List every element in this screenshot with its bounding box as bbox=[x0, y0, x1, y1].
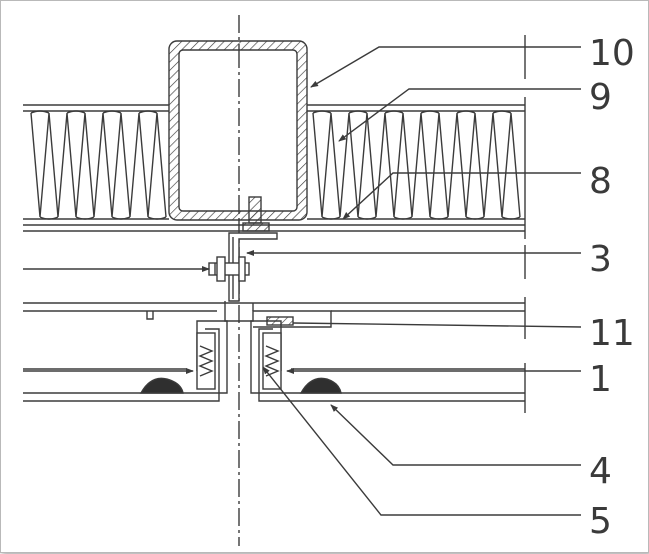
leader-9 bbox=[338, 88, 581, 142]
gasket-right bbox=[299, 377, 342, 394]
leader-8 bbox=[342, 172, 581, 220]
insulation-wool-right bbox=[312, 112, 521, 218]
callout-4: 4 bbox=[589, 451, 612, 492]
leader-11 bbox=[292, 322, 582, 328]
callout-5: 5 bbox=[589, 501, 612, 542]
leader-5 bbox=[262, 366, 581, 516]
insulation-wool-left bbox=[30, 112, 167, 218]
gasket-left bbox=[139, 377, 184, 394]
callout-8: 8 bbox=[589, 161, 612, 202]
mullion-right-channel bbox=[250, 320, 525, 394]
leader-4 bbox=[330, 404, 581, 466]
self-tapping-screw bbox=[248, 196, 262, 224]
leader-10 bbox=[310, 46, 581, 88]
callout-9: 9 bbox=[589, 77, 612, 118]
callout-3: 3 bbox=[589, 239, 612, 280]
callout-1: 1 bbox=[589, 359, 612, 400]
callout-10: 10 bbox=[589, 33, 635, 74]
callout-11: 11 bbox=[589, 313, 635, 354]
